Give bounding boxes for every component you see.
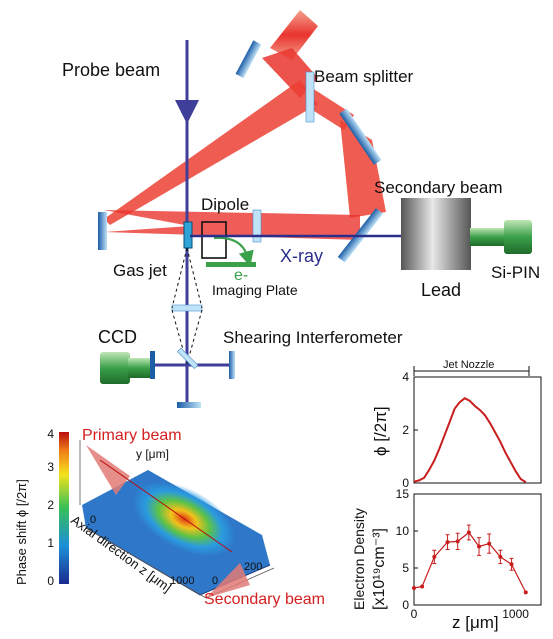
primary-beam-axis xyxy=(99,459,233,553)
z-tick-1000: 1000 xyxy=(170,575,194,587)
phase-profile-line xyxy=(413,397,527,484)
label-primary-beam: Primary beam xyxy=(82,427,182,444)
y-tick-label: 4 xyxy=(402,370,409,384)
colorbar-tick-2: 2 xyxy=(47,498,54,512)
phase-plot-ylabel: ϕ [/2π] xyxy=(371,406,390,456)
phase-plot-frame xyxy=(413,376,542,484)
y-tick-200: 200 xyxy=(244,561,262,573)
secondary-beam-upper xyxy=(306,88,354,130)
density-point xyxy=(420,584,425,589)
interferometer-mirror-right xyxy=(229,351,235,379)
colorbar-tick-1: 1 xyxy=(47,536,54,550)
density-plot-series xyxy=(412,524,528,595)
y-tick-label: 0 xyxy=(402,476,409,490)
colorbar-tick-3: 3 xyxy=(47,460,54,474)
electron-trajectory xyxy=(213,236,254,267)
density-point xyxy=(455,539,460,544)
colorbar-ticks: 0 1 2 3 4 xyxy=(47,427,54,588)
y-tick-label: 5 xyxy=(402,561,409,575)
density-point xyxy=(523,590,528,595)
density-point xyxy=(466,530,471,535)
mirror-left-focus xyxy=(98,212,107,250)
density-plot-ylabel-line1: Electron Density xyxy=(351,508,367,610)
plots-xticks: 0 1000 xyxy=(411,607,530,621)
y-tick-label: 10 xyxy=(396,524,410,538)
x-tick-label: 0 xyxy=(411,607,418,621)
x-tick-label: 1000 xyxy=(502,607,529,621)
label-secondary-beam: Secondary beam xyxy=(374,178,503,197)
label-beam-splitter: Beam splitter xyxy=(314,67,414,86)
label-shearing-interferometer: Shearing Interferometer xyxy=(223,328,403,347)
label-jet-nozzle: Jet Nozzle xyxy=(443,359,494,371)
ccd-camera xyxy=(100,352,150,384)
label-y-axis: y [μm] xyxy=(136,447,169,461)
density-point xyxy=(498,554,503,559)
y-tick-label: 2 xyxy=(402,423,409,437)
colorbar-tick-0: 0 xyxy=(47,574,54,588)
density-point xyxy=(487,541,492,546)
density-profile-line xyxy=(413,531,527,593)
imaging-plate xyxy=(206,262,256,267)
beam-splitter-plate xyxy=(305,71,315,123)
input-laser-beam xyxy=(270,10,318,60)
y-tick-0: 0 xyxy=(212,575,218,587)
lead-block xyxy=(401,198,471,270)
mirror-top xyxy=(235,40,262,79)
interferometer-optics xyxy=(150,247,235,408)
phase-plot-yticks: 0 2 4 xyxy=(402,370,418,490)
label-xray: X-ray xyxy=(280,246,323,266)
z-tick-0: 0 xyxy=(90,514,96,526)
phase-map: 0 1 2 3 4 Phase shift ϕ [/2π] Primary be… xyxy=(14,427,325,608)
y-tick-label: 0 xyxy=(402,598,409,612)
laser-beams xyxy=(104,10,386,240)
label-ccd: CCD xyxy=(98,327,137,347)
surface-axis-z xyxy=(85,527,207,599)
plots-panel: Jet Nozzle 0 2 4 ϕ [/2π] 0 5 10 15 Electron D… xyxy=(351,359,542,632)
primary-beam-cone xyxy=(86,445,130,495)
lens-small xyxy=(252,209,262,243)
plots-xlabel: z [μm] xyxy=(452,613,499,632)
phase-plot: 0 2 4 ϕ [/2π] xyxy=(371,370,542,490)
label-si-pin: Si-PIN xyxy=(491,263,540,282)
density-point xyxy=(445,540,450,545)
density-point xyxy=(432,554,437,559)
density-plot: 0 5 10 15 Electron Density [x10¹⁹cm⁻³] xyxy=(351,487,542,612)
primary-beam-path xyxy=(104,80,318,225)
focus-beam xyxy=(104,210,360,240)
label-lead: Lead xyxy=(421,280,461,300)
label-dipole: Dipole xyxy=(201,195,249,214)
density-point xyxy=(412,585,416,590)
density-plot-ylabel-line2: [x10¹⁹cm⁻³] xyxy=(371,528,388,610)
colorbar-title: Phase shift ϕ [/2π] xyxy=(14,479,29,585)
interferometer-mirror-bottom xyxy=(177,402,201,408)
phase-colorbar xyxy=(59,432,69,584)
density-plot-frame xyxy=(413,493,542,606)
dipole-magnet xyxy=(201,221,227,259)
label-probe-beam: Probe beam xyxy=(62,60,160,80)
y-tick-label: 15 xyxy=(396,487,410,501)
label-secondary-beam-map: Secondary beam xyxy=(204,591,325,608)
label-electron: e- xyxy=(234,267,248,284)
density-point xyxy=(509,562,514,567)
colorbar-tick-4: 4 xyxy=(47,427,54,441)
mirror-right-upper xyxy=(339,108,382,165)
density-plot-yticks: 0 5 10 15 xyxy=(396,487,418,612)
secondary-beam-vertical xyxy=(340,120,386,218)
label-gas-jet: Gas jet xyxy=(113,261,167,280)
label-imaging-plate: Imaging Plate xyxy=(212,282,298,298)
si-pin-detector xyxy=(470,220,532,254)
phase-plot-series xyxy=(413,397,527,484)
secondary-beam-cone xyxy=(206,563,250,598)
density-point xyxy=(477,544,482,549)
